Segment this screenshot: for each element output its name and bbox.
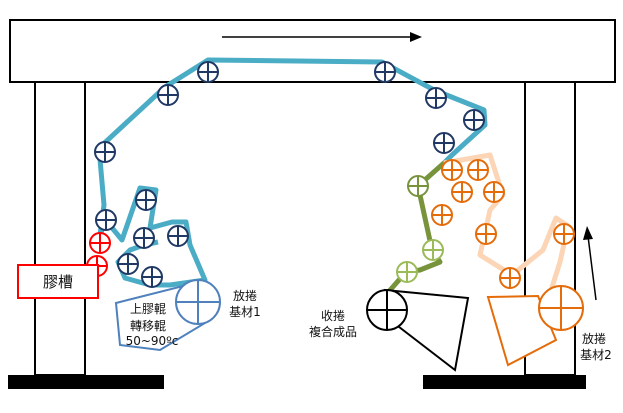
roller-icon bbox=[135, 189, 157, 211]
roller-icon bbox=[463, 109, 485, 131]
roller-icon bbox=[95, 209, 117, 231]
roller-icon bbox=[538, 285, 584, 331]
roller-icon bbox=[407, 175, 429, 197]
unwind1-label-line1: 放捲 bbox=[233, 288, 257, 303]
roller-icon bbox=[467, 159, 489, 181]
roller-icon bbox=[157, 84, 179, 106]
roller-icon bbox=[433, 132, 455, 154]
unwind2-label-line1: 放捲 bbox=[582, 331, 606, 346]
roller-icon bbox=[197, 61, 219, 83]
roller-icon bbox=[431, 204, 453, 226]
rewind-label-line2: 複合成品 bbox=[309, 324, 357, 339]
roller-icon bbox=[366, 289, 408, 331]
roller-icon bbox=[117, 253, 139, 275]
top-beam bbox=[9, 19, 616, 83]
roller-label-line1: 上膠輥 bbox=[130, 302, 166, 316]
navy-rollers bbox=[94, 61, 485, 288]
orange-rollers bbox=[431, 159, 575, 289]
roller-icon bbox=[441, 159, 463, 181]
unwind-1-assembly bbox=[114, 279, 221, 352]
roller-icon bbox=[483, 181, 505, 203]
direction-up-arrow-icon bbox=[583, 226, 597, 301]
roller-icon bbox=[94, 141, 116, 163]
roller-icon bbox=[141, 266, 163, 288]
roller-icon bbox=[374, 61, 396, 83]
green-rollers bbox=[407, 175, 429, 197]
direction-arrow-icon bbox=[222, 32, 422, 42]
rewind-label-line1: 收捲 bbox=[321, 309, 345, 323]
roller-icon bbox=[499, 267, 521, 289]
roller-icon bbox=[167, 225, 189, 247]
rewind-assembly bbox=[366, 288, 470, 372]
roller-icon bbox=[425, 87, 447, 109]
roller-icon bbox=[475, 223, 497, 245]
right-base bbox=[423, 375, 586, 389]
unwind1-label-line2: 基材1 bbox=[229, 305, 261, 319]
unwind-2-assembly bbox=[486, 285, 584, 367]
left-base bbox=[8, 375, 164, 389]
unwind2-label-line2: 基材2 bbox=[580, 348, 612, 362]
roller-icon bbox=[451, 181, 473, 203]
roller-icon bbox=[133, 227, 155, 249]
glue-tank: 膠槽 bbox=[17, 264, 99, 299]
glue-tank-label: 膠槽 bbox=[43, 273, 73, 291]
roller-icon bbox=[396, 261, 418, 283]
roller-icon bbox=[553, 223, 575, 245]
roller-icon bbox=[175, 279, 221, 325]
roller-label-temperature: 50~90ºc bbox=[126, 334, 179, 348]
roller-label-line2: 轉移輥 bbox=[130, 319, 166, 333]
roller-icon bbox=[89, 232, 111, 254]
light-green-rollers bbox=[396, 239, 444, 283]
left-pillar bbox=[34, 81, 86, 376]
roller-icon bbox=[422, 239, 444, 261]
